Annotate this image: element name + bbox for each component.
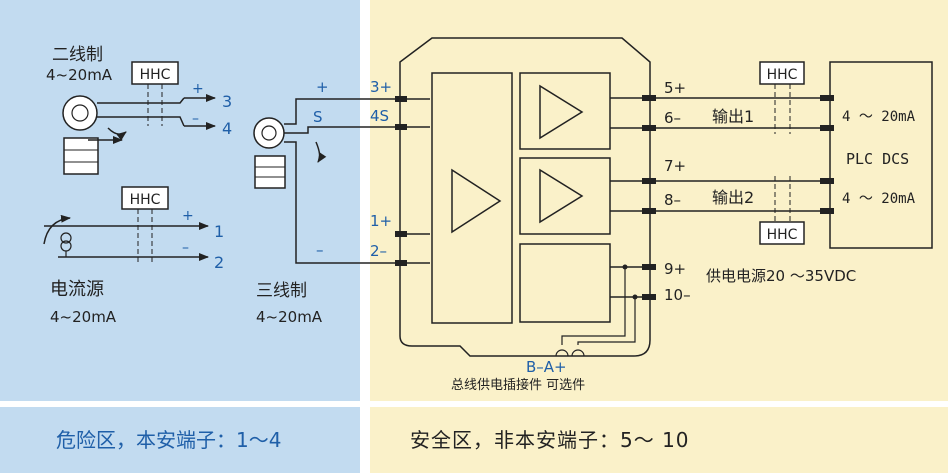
output1-range: 4 ～ 20mA: [842, 109, 916, 125]
safe-area-panel: [370, 0, 948, 401]
current-source: HHC + – 1 2 电流源 4~20mA: [43, 186, 224, 326]
input-block: [431, 72, 513, 324]
output-wiring: HHC HHC 输出1 输出2 4 ～ 20mA PLC DCS 4 ～ 20m…: [656, 61, 933, 285]
output1-amplifier-icon: [539, 84, 584, 140]
two-wire-plus: +: [192, 81, 204, 97]
output2-block: [519, 157, 611, 235]
terminal-4-label: 4: [222, 119, 232, 138]
three-wire-minus: –: [316, 241, 324, 259]
terminal-10-label: 10–: [664, 286, 691, 304]
output2-hhc-box: [759, 221, 805, 245]
current-source-hhc-label: HHC: [130, 192, 161, 208]
terminal-9-label: 9+: [664, 260, 686, 278]
output1-block: [519, 72, 611, 150]
output2-range: 4 ～ 20mA: [842, 191, 916, 207]
plc-dcs-box: [829, 61, 933, 249]
output2-hhc-label: HHC: [767, 227, 798, 243]
bus-connector-b-icon: [555, 349, 569, 357]
terminal-1-plus-label: 1+: [370, 212, 392, 230]
terminal-5-label: 5+: [664, 79, 686, 97]
power-block: [519, 243, 611, 323]
terminal-3-label: 3: [222, 92, 232, 111]
two-wire-transmitter: 二线制 4~20mA HHC + – 3 4: [46, 45, 232, 175]
input-amplifier-icon: [451, 168, 502, 234]
output1-label: 输出1: [712, 107, 754, 126]
terminal-8-label: 8–: [664, 191, 681, 209]
two-wire-hhc-label: HHC: [140, 67, 171, 83]
output1-hhc-label: HHC: [767, 67, 798, 83]
plc-dcs-label: PLC DCS: [846, 150, 909, 168]
hazardous-area-footer: 危险区，本安端子：1～4: [0, 407, 360, 473]
input-wiring: 3+ 4S 1+ 2–: [284, 78, 430, 264]
current-source-plus: +: [182, 208, 194, 224]
terminal-7-label: 7+: [664, 157, 686, 175]
terminal-1-label: 1: [214, 222, 224, 241]
safe-area-caption: 安全区，非本安端子：5～ 10: [410, 428, 690, 452]
hazardous-area-caption: 危险区，本安端子：1～4: [56, 428, 282, 452]
terminal-4s-label: 4S: [370, 107, 389, 125]
bus-caption: 总线供电插接件 可选件: [451, 377, 585, 393]
terminal-3-plus-label: 3+: [370, 78, 392, 96]
power-supply-label: 供电电源20 ～35VDC: [706, 267, 856, 285]
two-wire-title: 二线制: [52, 45, 103, 65]
terminal-6-label: 6–: [664, 109, 681, 127]
two-wire-hhc-box: [131, 61, 179, 85]
terminal-2-minus-label: 2–: [370, 242, 387, 260]
current-source-minus: –: [182, 240, 189, 256]
hazardous-area-panel: [0, 0, 360, 401]
three-wire-plus: +: [316, 78, 329, 96]
output2-amplifier-icon: [539, 168, 584, 224]
three-wire-range: 4~20mA: [256, 308, 323, 326]
three-wire-s: S: [313, 108, 323, 126]
current-source-range: 4~20mA: [50, 308, 117, 326]
bus-connector-a-icon: [571, 349, 585, 357]
three-wire-transmitter: + S – 三线制 4~20mA: [253, 78, 329, 326]
two-wire-range: 4~20mA: [46, 66, 113, 84]
isolator-module: B–A+ 总线供电插接件 可选件 5+ 6– 7+ 8– 9+ 10–: [395, 37, 691, 393]
current-source-title: 电流源: [50, 279, 104, 300]
two-wire-minus: –: [192, 111, 199, 127]
bus-label: B–A+: [526, 358, 567, 376]
transmitter-gauge-icon: [62, 95, 98, 131]
current-source-icon: [60, 232, 72, 244]
three-wire-title: 三线制: [256, 281, 307, 301]
safe-area-footer: 安全区，非本安端子：5～ 10: [370, 407, 948, 473]
terminal-2-label: 2: [214, 253, 224, 272]
output1-hhc-box: [759, 61, 805, 85]
current-source-hhc-box: [121, 186, 169, 210]
output2-label: 输出2: [712, 188, 754, 207]
three-wire-gauge-icon: [253, 117, 285, 149]
wiring-diagram: 二线制 4~20mA HHC + – 3 4 HHC + –: [43, 37, 933, 393]
